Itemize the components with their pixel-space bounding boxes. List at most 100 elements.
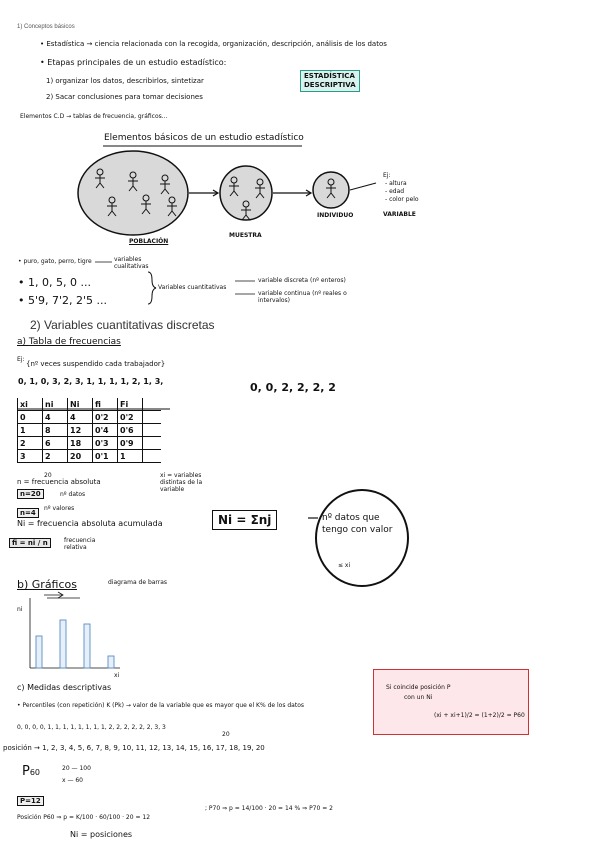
cell: 1 xyxy=(17,423,43,437)
cell: 8 xyxy=(42,423,68,437)
section-2-title: 2) Variables cuantitativas discretas xyxy=(30,318,215,332)
cell: 0'2 xyxy=(117,410,143,424)
ej-text: {nº veces suspendido cada trabajador} xyxy=(26,360,166,368)
header-Fi: Fi xyxy=(117,398,143,411)
cell: 0'9 xyxy=(117,436,143,450)
poblacion-label: POBLACIÓN xyxy=(129,238,169,245)
table-header-row: xi ni Ni fi Fi xyxy=(17,398,161,411)
cell: 12 xyxy=(67,423,93,437)
cell: 0'6 xyxy=(117,423,143,437)
bar-x0 xyxy=(35,635,43,669)
header-xi: xi xyxy=(17,398,43,411)
cell: 0 xyxy=(17,410,43,424)
bar-chart xyxy=(29,598,120,669)
warning-text-1: Si coincide posición P xyxy=(386,684,451,691)
cell: 2 xyxy=(42,449,68,463)
etapas-text: • Etapas principales de un estudio estad… xyxy=(40,58,227,67)
bar-x1 xyxy=(59,619,67,669)
variable-label: VARIABLE xyxy=(383,211,416,218)
table-row: 2 6 18 0'3 0'9 xyxy=(17,436,161,450)
rule-three-line-1: 20 — 100 xyxy=(62,765,91,772)
ordered-data: 0, 0, 0, 0, 1, 1, 1, 1, 1, 1, 1, 1, 2, 2… xyxy=(17,724,166,731)
example-label: Ej: xyxy=(383,172,391,179)
n-note: nº datos xyxy=(60,491,86,498)
header-fi: fi xyxy=(92,398,118,411)
table-row: 3 2 20 0'1 1 xyxy=(17,449,161,463)
warning-text-2: con un Ni xyxy=(404,694,433,701)
var-row-2: • 1, 0, 5, 0 ... xyxy=(18,276,91,289)
Ni-formula-box: Ni = Σnj xyxy=(212,510,278,530)
table-row: 0 4 4 0'2 0'2 xyxy=(17,410,161,424)
cell: 0'3 xyxy=(92,436,118,450)
example-1: - altura xyxy=(385,180,407,187)
table-total-n: 20 xyxy=(44,472,52,479)
cell: 2 xyxy=(17,436,43,450)
table-row: 1 8 12 0'4 0'6 xyxy=(17,423,161,437)
percentile-letter: P xyxy=(22,764,30,779)
fi-definition: frecuencia relativa xyxy=(64,537,96,551)
section-1-title: 1) Conceptos básicos xyxy=(17,24,75,30)
position-formula: Posición P60 ⇒ p = K/100 · 60/100 · 20 =… xyxy=(17,814,151,821)
graficos-heading: b) Gráficos xyxy=(17,578,77,591)
cell: 1 xyxy=(117,449,143,463)
fi-formula-box: fi = ni / n xyxy=(9,538,51,548)
cell: 4 xyxy=(67,410,93,424)
cell: 0'2 xyxy=(92,410,118,424)
cell: 0'4 xyxy=(92,423,118,437)
n4-box: n=4 xyxy=(17,508,39,518)
tabla-heading: a) Tabla de frecuencias xyxy=(17,337,121,347)
percentiles-text: • Percentiles (con repetición) K (Pk) → … xyxy=(17,702,304,709)
bubble-circle xyxy=(315,489,409,587)
diagram-title: Elementos básicos de un estudio estadíst… xyxy=(104,133,304,143)
poblacion-circle xyxy=(77,150,189,236)
data-sequence: 0, 1, 0, 3, 2, 3, 1, 1, 1, 1, 2, 1, 3, xyxy=(18,377,164,386)
var-cualitativas: variables cualitativas xyxy=(114,256,149,270)
var-cuantitativas: Variables cuantitativas xyxy=(158,284,227,291)
bar-x3 xyxy=(107,655,115,669)
n4-note: nº valores xyxy=(44,505,75,512)
example-3: - color pelo xyxy=(385,196,419,203)
box-line-1: ESTADÍSTICA xyxy=(304,72,355,80)
elementos-cd-text: Elementos C.D → tablas de frecuencia, gr… xyxy=(20,113,168,120)
var-row-3: • 5'9, 7'2, 2'5 ... xyxy=(18,294,108,307)
cell: 18 xyxy=(67,436,93,450)
p-result-box: P=12 xyxy=(17,796,44,806)
var-continua: variable continua (nº reales o intervalo… xyxy=(258,290,347,304)
bar-x2 xyxy=(83,623,91,669)
position-formula-2: ; P70 ⇒ p = 14/100 · 20 = 14 % ⇒ P70 = 2 xyxy=(205,805,333,812)
box-line-2: DESCRIPTIVA xyxy=(304,81,356,89)
step-1-text: 1) organizar los datos, describirlos, si… xyxy=(46,77,204,85)
step-2-text: 2) Sacar conclusiones para tomar decisio… xyxy=(46,93,203,101)
example-2: - edad xyxy=(385,188,405,195)
warning-note-box xyxy=(373,669,529,735)
cell: 20 xyxy=(67,449,93,463)
header-ni: ni xyxy=(42,398,68,411)
muestra-label: MUESTRA xyxy=(229,232,262,239)
estadistica-text: • Estadística → ciencia relacionada con … xyxy=(40,40,387,48)
var-discreta: variable discreta (nº enteros) xyxy=(258,277,346,284)
estadistica-descriptiva-box: ESTADÍSTICA DESCRIPTIVA xyxy=(300,70,360,92)
axis-y-label: ni xyxy=(17,606,23,613)
n-definition: n = frecuencia absoluta xyxy=(17,478,101,486)
header-Ni: Ni xyxy=(67,398,93,411)
bubble-text: nº datos que tengo con valor xyxy=(322,513,393,535)
warning-formula: (xi + xi+1)/2 = (1+2)/2 = P60 xyxy=(434,712,525,719)
posicion-text: posición → 1, 2, 3, 4, 5, 6, 7, 8, 9, 10… xyxy=(3,744,265,752)
percentile-symbol: P60 xyxy=(22,764,40,779)
rule-three-line-2: x — 60 xyxy=(62,777,83,784)
frequency-table: xi ni Ni fi Fi 0 4 4 0'2 0'2 1 8 12 0'4 … xyxy=(17,398,161,463)
individuo-label: INDIVIDUO xyxy=(317,212,354,219)
bar-chart-bars xyxy=(35,619,115,669)
percentile-subscript: 60 xyxy=(29,768,41,777)
cell: 3 xyxy=(17,449,43,463)
medidas-heading: c) Medidas descriptivas xyxy=(17,683,112,692)
Ni-definition: Ni = frecuencia absoluta acumulada xyxy=(17,519,163,528)
graficos-subheading: diagrama de barras xyxy=(108,579,168,586)
xi-definition: xi = variables distintas de la variable xyxy=(160,472,203,493)
cell: 0'1 xyxy=(92,449,118,463)
Ni-positions: Ni = posiciones xyxy=(70,830,133,839)
n-box: n=20 xyxy=(17,489,44,499)
ej-label: Ej: xyxy=(17,356,25,363)
